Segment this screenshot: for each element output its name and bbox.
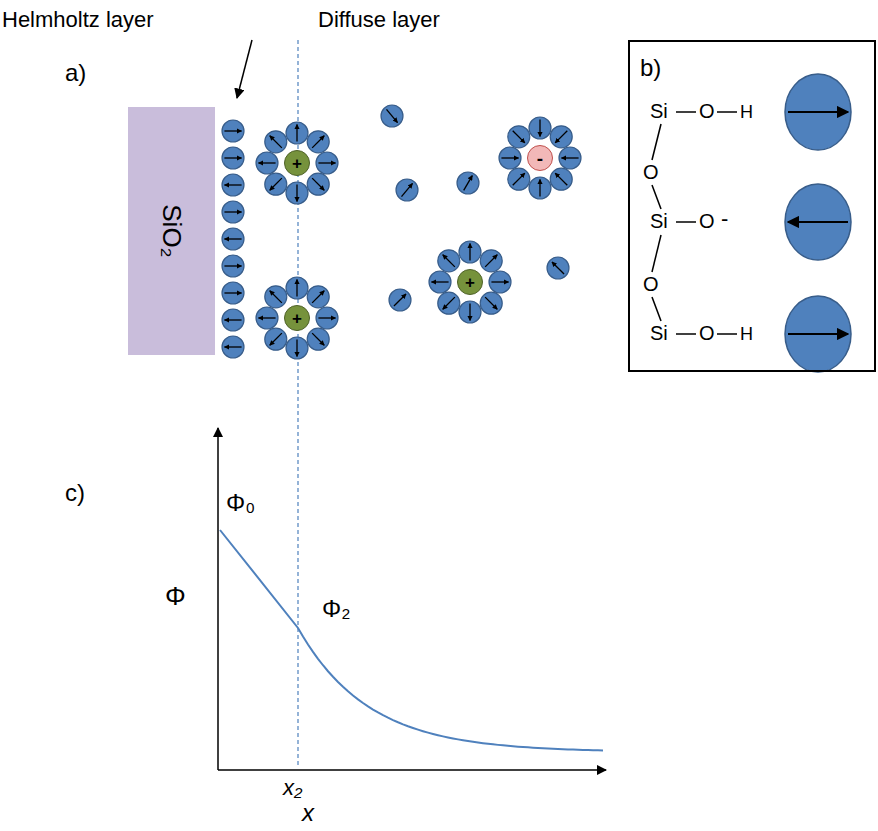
cation: + bbox=[457, 269, 483, 295]
atom-symbol: H bbox=[740, 325, 753, 345]
water-molecule bbox=[222, 147, 244, 169]
water-molecule bbox=[396, 179, 418, 201]
water-molecule bbox=[307, 286, 329, 308]
node-text: - bbox=[537, 149, 543, 168]
water-molecule bbox=[286, 277, 308, 299]
water-molecule bbox=[256, 152, 278, 174]
axis-title: Φ bbox=[165, 582, 186, 611]
water-molecule bbox=[307, 328, 329, 350]
node-text: + bbox=[465, 274, 475, 291]
water-molecule bbox=[508, 168, 530, 190]
water-molecule bbox=[316, 307, 338, 329]
water-molecule bbox=[550, 126, 572, 148]
water-molecule bbox=[222, 120, 244, 142]
water-molecule bbox=[559, 147, 581, 169]
water-molecule bbox=[489, 271, 511, 293]
axis-value: x₂ bbox=[283, 776, 302, 800]
water-molecule bbox=[429, 271, 451, 293]
water-molecule bbox=[222, 174, 244, 196]
atom-symbol: Si bbox=[650, 210, 668, 232]
atom-symbol: O bbox=[699, 322, 715, 344]
water-molecule bbox=[222, 228, 244, 250]
water-molecule bbox=[438, 292, 460, 314]
water-molecule bbox=[256, 307, 278, 329]
node-text: SiO₂ bbox=[159, 204, 185, 257]
sio2-surface: SiO₂ bbox=[128, 107, 215, 355]
atom-symbol: Si bbox=[650, 322, 668, 344]
water-molecule bbox=[222, 309, 244, 331]
node-text: b) bbox=[640, 56, 661, 80]
water-molecule bbox=[286, 122, 308, 144]
axis-title: x bbox=[302, 800, 314, 826]
node-text: + bbox=[292, 310, 302, 327]
water-molecule bbox=[265, 286, 287, 308]
water-molecule bbox=[222, 282, 244, 304]
node-text: + bbox=[292, 155, 302, 172]
panel-letter: a) bbox=[65, 60, 86, 86]
layer-title: Helmholtz layer bbox=[2, 8, 154, 32]
water-molecule bbox=[307, 173, 329, 195]
leader-arrow bbox=[237, 40, 252, 98]
panel-letter: c) bbox=[65, 480, 85, 506]
water-molecule bbox=[381, 105, 403, 127]
water-molecule bbox=[529, 117, 551, 139]
water-molecule bbox=[499, 147, 521, 169]
water-molecules bbox=[222, 105, 581, 359]
water-molecule bbox=[307, 131, 329, 153]
water-molecule bbox=[547, 257, 569, 279]
water-molecule bbox=[438, 250, 460, 272]
potential-curve bbox=[220, 530, 603, 750]
water-molecule bbox=[457, 172, 479, 194]
charge-sign: - bbox=[721, 207, 728, 231]
water-molecule bbox=[265, 173, 287, 195]
water-molecule bbox=[480, 292, 502, 314]
water-molecule bbox=[459, 301, 481, 323]
axis-value: Φ₀ bbox=[226, 490, 255, 516]
atom-symbol: O bbox=[643, 273, 659, 295]
water-molecule bbox=[286, 182, 308, 204]
water-molecule bbox=[508, 126, 530, 148]
cation: + bbox=[284, 150, 310, 176]
atom-symbol: O bbox=[699, 210, 715, 232]
water-molecule bbox=[265, 131, 287, 153]
atom-symbol: Si bbox=[650, 100, 668, 122]
water-molecule bbox=[480, 250, 502, 272]
water-molecule bbox=[265, 328, 287, 350]
water-molecule bbox=[550, 168, 572, 190]
water-molecule bbox=[286, 337, 308, 359]
water-molecule bbox=[222, 201, 244, 223]
water-molecule bbox=[529, 177, 551, 199]
cation: + bbox=[284, 305, 310, 331]
water-molecule bbox=[222, 336, 244, 358]
water-molecule bbox=[459, 241, 481, 263]
atom-symbol: O bbox=[643, 161, 659, 183]
atom-symbol: H bbox=[740, 103, 753, 123]
anion: - bbox=[527, 145, 553, 171]
water-molecule bbox=[316, 152, 338, 174]
atom-symbol: O bbox=[699, 100, 715, 122]
surface-dipoles bbox=[785, 74, 851, 372]
layer-title: Diffuse layer bbox=[318, 8, 440, 32]
axis-value: Φ₂ bbox=[322, 596, 350, 622]
water-molecule bbox=[389, 289, 411, 311]
potential-axes bbox=[218, 428, 606, 770]
water-molecule bbox=[222, 255, 244, 277]
